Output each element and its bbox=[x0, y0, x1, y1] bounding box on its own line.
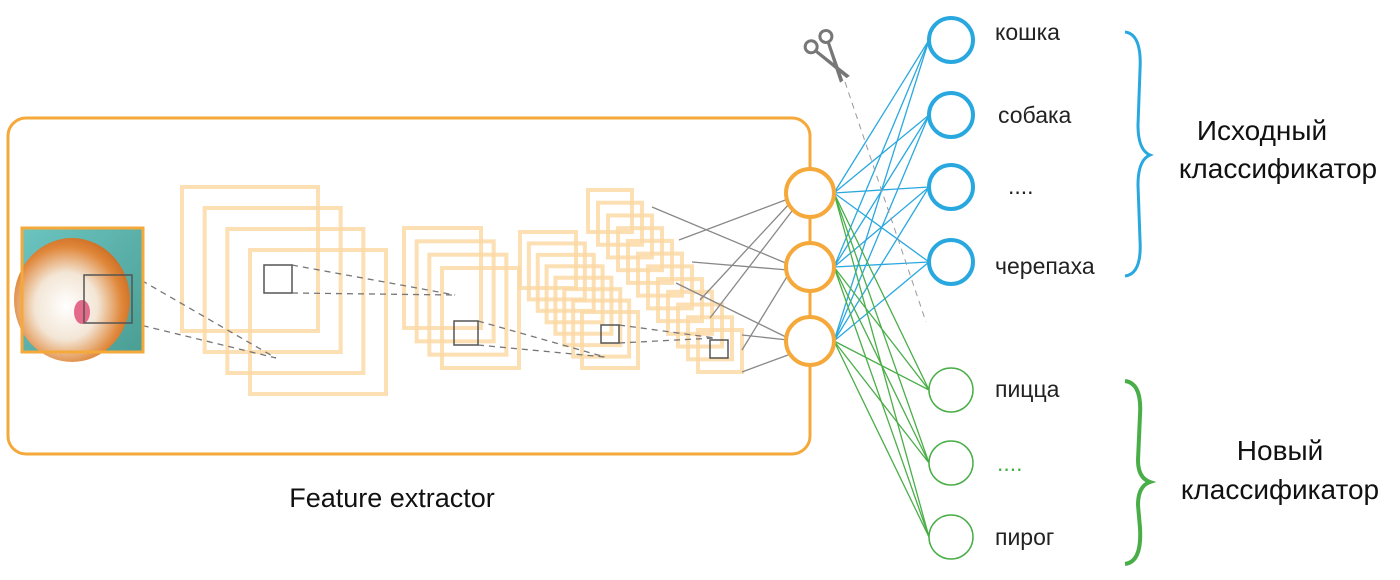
connection-line bbox=[833, 192, 930, 391]
dashed-line bbox=[131, 274, 277, 359]
neurons bbox=[784, 16, 975, 560]
original-output-neuron bbox=[927, 16, 975, 64]
class-label: пицца bbox=[995, 376, 1060, 402]
connection-line bbox=[833, 39, 930, 194]
feature-extractor-label: Feature extractor bbox=[289, 483, 495, 513]
connection-line bbox=[691, 261, 789, 271]
feature-map bbox=[562, 287, 623, 348]
dashed-line bbox=[618, 324, 716, 339]
original-classifier-connections bbox=[833, 39, 930, 342]
class-label: пирог bbox=[995, 524, 1054, 550]
new-output-neuron bbox=[928, 440, 974, 486]
feature-map bbox=[580, 310, 640, 370]
new-classifier-brace bbox=[1124, 379, 1157, 566]
original-classifier-title: классификатор bbox=[1179, 153, 1377, 184]
connection-line bbox=[833, 340, 930, 391]
class-label: .... bbox=[997, 450, 1023, 476]
feature-neuron bbox=[784, 167, 836, 219]
connection-line bbox=[833, 261, 930, 342]
new-class-labels: пицца .... пирог bbox=[995, 376, 1060, 550]
original-output-neuron bbox=[927, 238, 975, 286]
class-label: черепаха bbox=[995, 253, 1095, 279]
connection-line bbox=[833, 114, 930, 342]
feature-map bbox=[225, 227, 366, 375]
connection-line bbox=[833, 266, 930, 391]
dashed-line bbox=[291, 292, 456, 296]
feature-neuron bbox=[784, 241, 836, 293]
connection-line bbox=[675, 282, 789, 339]
kernel-square bbox=[600, 324, 620, 344]
connection-line bbox=[651, 206, 789, 265]
class-label: собака bbox=[998, 102, 1072, 128]
connection-line bbox=[741, 274, 789, 351]
feature-map bbox=[440, 266, 521, 370]
cat-photo bbox=[14, 226, 145, 362]
dashed-line bbox=[131, 322, 277, 359]
class-label: .... bbox=[1008, 173, 1034, 199]
connection-line bbox=[833, 340, 930, 538]
connection-line bbox=[741, 334, 789, 341]
connection-line bbox=[833, 186, 930, 342]
connection-line bbox=[709, 210, 793, 319]
feature-map bbox=[427, 252, 509, 357]
kernel-square bbox=[709, 339, 729, 359]
extractor-connections bbox=[651, 198, 793, 373]
dashed-line bbox=[477, 320, 606, 358]
connection-line bbox=[699, 202, 791, 301]
dashed-line bbox=[618, 337, 716, 344]
original-classifier-brace bbox=[1124, 30, 1154, 278]
feature-map bbox=[696, 328, 744, 374]
new-output-neuron bbox=[928, 514, 974, 560]
original-output-neuron bbox=[927, 91, 975, 139]
connection-line bbox=[678, 198, 789, 241]
feature-map bbox=[202, 206, 343, 354]
connection-line bbox=[741, 354, 789, 373]
new-classifier-title: Новый bbox=[1237, 435, 1323, 466]
feature-map bbox=[414, 239, 496, 344]
new-classifier-title: классификатор bbox=[1181, 474, 1379, 505]
kernel-square bbox=[263, 264, 293, 294]
new-classifier-connections bbox=[833, 192, 930, 538]
connection-line bbox=[833, 340, 930, 464]
connection-line bbox=[833, 39, 930, 268]
feature-maps bbox=[180, 185, 744, 396]
original-classifier-title: Исходный bbox=[1197, 115, 1327, 146]
class-label: кошка bbox=[995, 19, 1060, 45]
dashed-line bbox=[291, 264, 456, 296]
original-output-neuron bbox=[927, 163, 975, 211]
kernel-square bbox=[453, 320, 479, 346]
new-output-neuron bbox=[928, 367, 974, 413]
kernel-squares bbox=[263, 264, 729, 359]
original-class-labels: кошка собака .... черепаха bbox=[995, 19, 1095, 279]
feature-map bbox=[248, 248, 388, 396]
scissors-icon bbox=[803, 28, 850, 83]
cut-line bbox=[844, 81, 927, 323]
feature-neuron bbox=[784, 315, 836, 367]
receptive-field-lines bbox=[131, 264, 716, 359]
